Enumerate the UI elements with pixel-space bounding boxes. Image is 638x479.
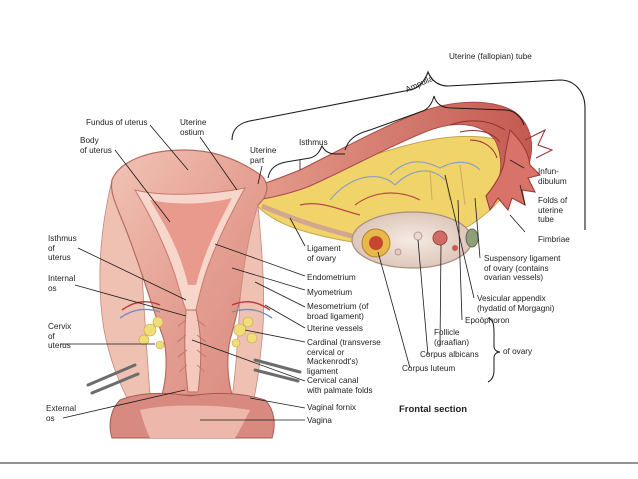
label-corpus-luteum: Corpus luteum <box>402 364 456 373</box>
cervical-canal <box>184 309 202 393</box>
ligament-of-ovary-shape <box>261 203 353 239</box>
label-infundibulum: Infun- dibulum <box>538 167 567 186</box>
ureter-shapes <box>86 358 302 395</box>
ovary-brace <box>487 317 501 383</box>
ampulla-brace <box>344 95 525 151</box>
label-follicle: Follicle (graafian) <box>434 328 470 347</box>
label-uterine-vessels: Uterine vessels <box>307 324 363 333</box>
label-mesometrium: Mesometrium (of broad ligament) <box>307 302 369 321</box>
corpus-albicans-shape <box>413 231 423 241</box>
label-uterine-part: Uterine part <box>250 146 277 165</box>
label-body: Body of uterus <box>80 136 112 155</box>
leader-lines <box>60 124 526 421</box>
uterine-vessel-shapes <box>119 301 273 319</box>
label-epoophoron: Epoöphoron <box>465 316 510 325</box>
label-cervical-canal: Cervical canal with palmate folds <box>307 376 373 395</box>
label-vaginal-fornix: Vaginal fornix <box>307 403 357 412</box>
label-endometrium: Endometrium <box>307 273 356 282</box>
label-isthmus-uterus: Isthmus of uterus <box>48 234 77 263</box>
cardinal-ligament-fat <box>138 316 258 350</box>
fimbriae <box>485 128 554 212</box>
label-vagina: Vagina <box>307 416 332 425</box>
label-folds: Folds of uterine tube <box>538 196 568 225</box>
label-uterine-tube: Uterine (fallopian) tube <box>449 52 532 61</box>
label-cervix: Cervix of uterus <box>48 322 72 351</box>
label-fundus: Fundus of uterus <box>86 118 148 127</box>
label-of-ovary: of ovary <box>503 347 533 356</box>
follicle-shape <box>432 230 448 246</box>
label-external-os: External os <box>46 404 77 423</box>
isthmus-brace <box>267 144 345 179</box>
label-internal-os: Internal os <box>48 274 76 293</box>
label-cardinal: Cardinal (transverse cervical or Mackenr… <box>307 338 381 376</box>
label-vesicular: Vesicular appendix (hydatid of Morgagni) <box>477 294 555 313</box>
label-uterine-ostium: Uterine ostium <box>180 118 207 137</box>
label-frontal-section: Frontal section <box>399 404 468 415</box>
label-suspensory: Suspensory ligament of ovary (contains o… <box>484 254 561 283</box>
vesicular-appendix-shape <box>465 228 479 248</box>
label-isthmus-tube: Isthmus <box>299 138 328 147</box>
label-corpus-albicans: Corpus albicans <box>420 350 479 359</box>
label-fimbriae: Fimbriae <box>538 235 570 244</box>
label-myometrium: Myometrium <box>307 288 353 297</box>
uterine-tube-brace <box>231 70 586 230</box>
label-ligament-ovary: Ligament of ovary <box>307 244 341 263</box>
tube-mucosa-folds <box>449 120 506 159</box>
corpus-luteum-shape <box>361 228 391 258</box>
